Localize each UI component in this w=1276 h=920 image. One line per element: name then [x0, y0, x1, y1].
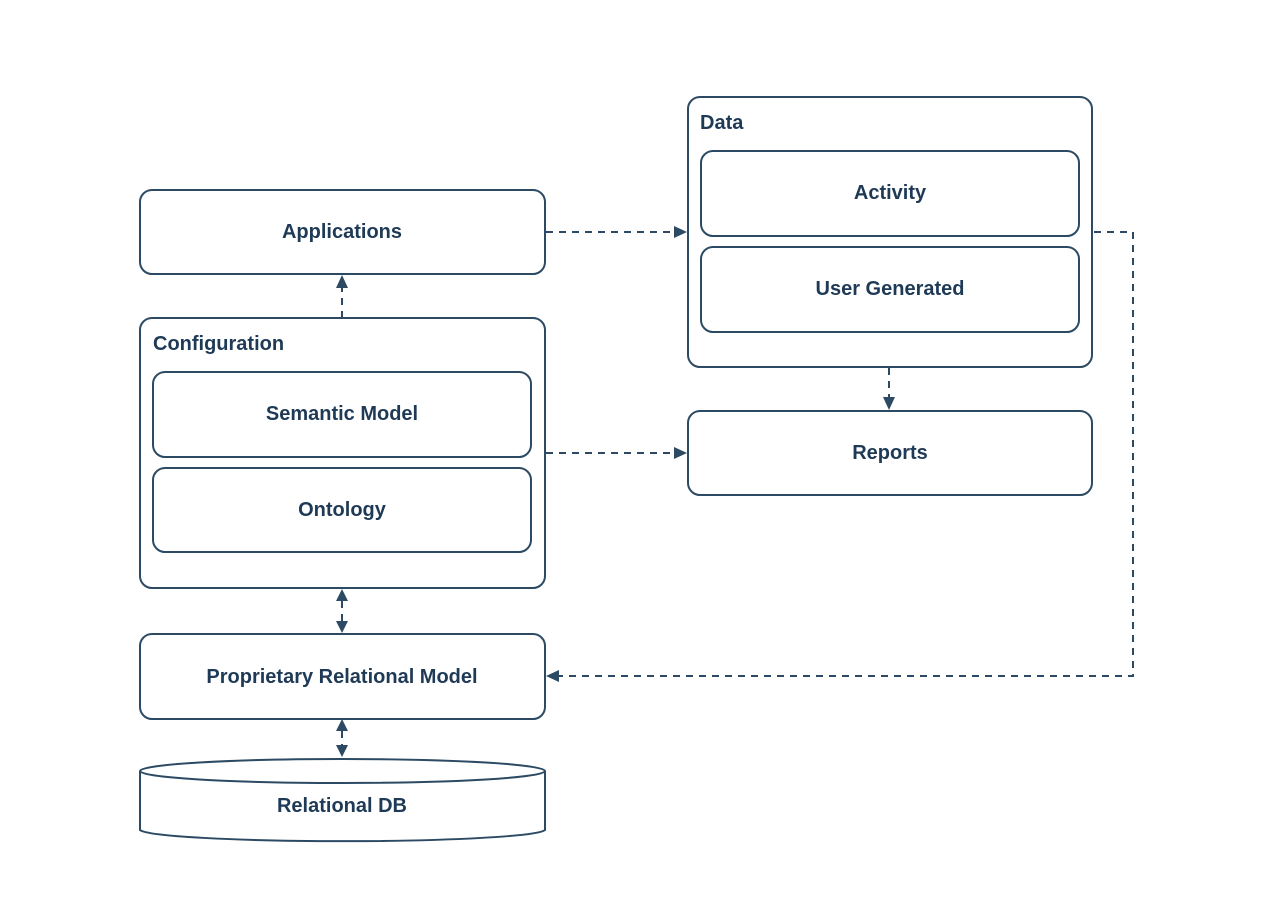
configuration-group[interactable]: Configuration Semantic Model Ontology	[139, 317, 546, 589]
arrowhead-data-left	[674, 226, 687, 238]
activity-label: Activity	[854, 182, 927, 204]
arrowhead-prm-top	[336, 621, 348, 633]
arrowhead-reports-left	[674, 447, 687, 459]
proprietary-relational-model-box	[139, 633, 546, 720]
proprietary-relational-model-label: Proprietary Relational Model	[206, 666, 477, 688]
applications-box	[139, 189, 546, 275]
arrowhead-prm-bottom	[336, 719, 348, 731]
arrowhead-configuration-bottom	[336, 589, 348, 601]
arrowhead-relational-db-top	[336, 745, 348, 757]
relational-db-label: Relational DB	[277, 795, 407, 817]
ontology-label: Ontology	[298, 499, 387, 521]
arrowhead-applications-bottom	[336, 275, 348, 288]
arrowhead-reports-top	[883, 397, 895, 410]
data-group[interactable]: Data Activity User Generated	[687, 96, 1093, 368]
relational-db-node[interactable]: Relational DB	[139, 758, 546, 843]
ontology-node[interactable]: Ontology	[152, 467, 532, 553]
applications-label: Applications	[282, 221, 402, 243]
connectors	[336, 226, 1134, 757]
user-generated-box	[700, 246, 1080, 333]
proprietary-relational-model-node[interactable]: Proprietary Relational Model	[139, 633, 546, 720]
arrowhead-prm-right	[546, 670, 559, 682]
reports-node[interactable]: Reports	[687, 410, 1093, 496]
reports-label: Reports	[852, 442, 928, 464]
configuration-label: Configuration	[153, 333, 284, 355]
relational-db-cylinder-top	[139, 758, 546, 784]
activity-node[interactable]: Activity	[700, 150, 1080, 237]
reports-box	[687, 410, 1093, 496]
edge-data-to-prm	[559, 231, 1134, 677]
user-generated-node[interactable]: User Generated	[700, 246, 1080, 333]
semantic-model-label: Semantic Model	[266, 403, 418, 425]
activity-box	[700, 150, 1080, 237]
relational-db-cylinder-body	[139, 771, 546, 843]
semantic-model-box	[152, 371, 532, 458]
ontology-box	[152, 467, 532, 553]
semantic-model-node[interactable]: Semantic Model	[152, 371, 532, 458]
user-generated-label: User Generated	[816, 278, 965, 300]
data-label: Data	[700, 112, 744, 134]
applications-node[interactable]: Applications	[139, 189, 546, 275]
